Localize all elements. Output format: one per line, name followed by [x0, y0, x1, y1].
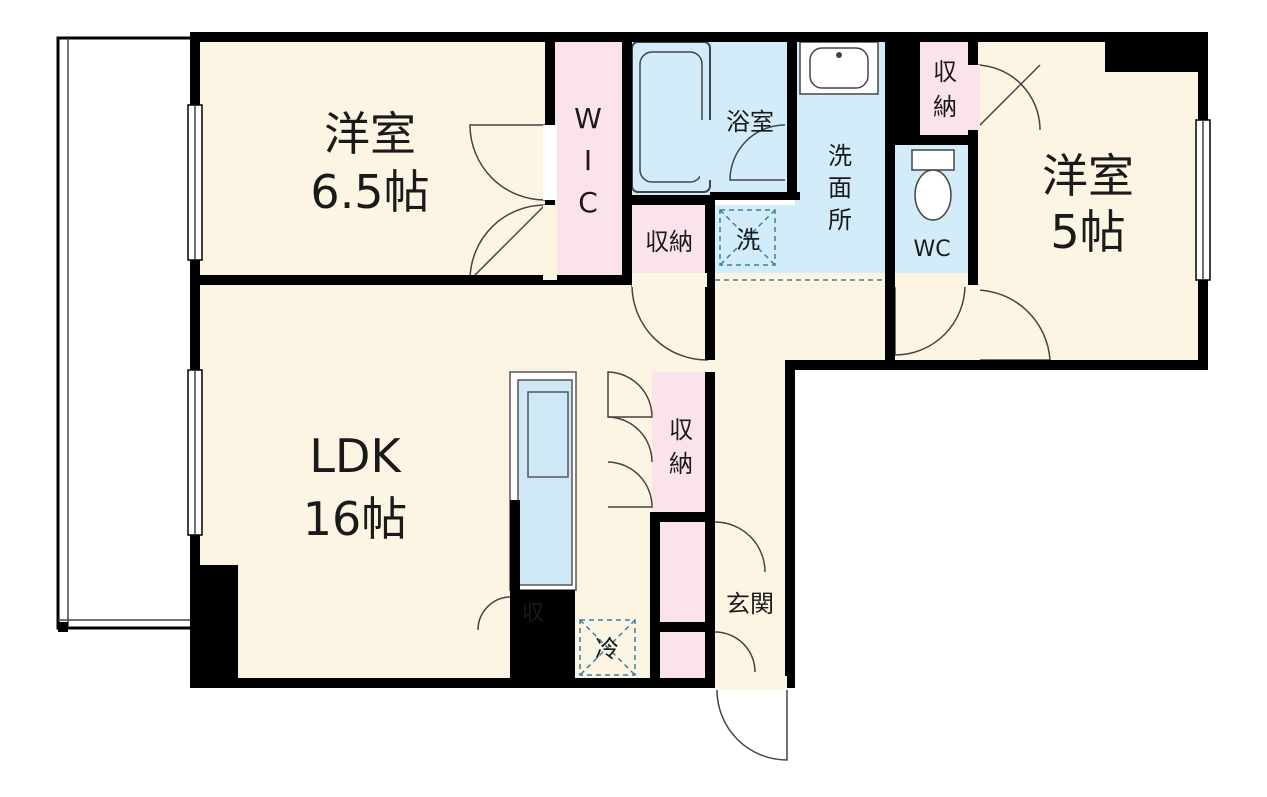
washroom-label-3: 所 [828, 206, 852, 234]
fridge-label: 冷 [595, 635, 619, 663]
wash-basin [799, 41, 879, 95]
fridge-box [579, 619, 636, 676]
entrance-label: 玄関 [726, 590, 774, 618]
storage-mid-label: 収納 [645, 228, 693, 256]
laundry-label: 洗 [736, 226, 760, 254]
ldk-size: 16帖 [303, 492, 408, 546]
door-openings [543, 65, 980, 690]
room-labels: 洋室 6.5帖 洋室 5帖 LDK 16帖 W I C 浴室 洗 面 所 収納 … [303, 58, 1134, 663]
entrance-storage-floor-a [660, 522, 708, 622]
wic-label-c: C [578, 186, 598, 219]
storage-kitchen-floor [652, 372, 707, 512]
windows [187, 104, 1211, 536]
entrance-storage-floor-b [660, 632, 708, 680]
western-room-a-name: 洋室 [324, 107, 416, 161]
balcony [56, 36, 195, 630]
storage-kitchen-label-1: 収 [669, 416, 693, 444]
kitchen-counter [509, 371, 577, 591]
bathtub [631, 41, 711, 193]
western-room-a-floor [200, 40, 545, 275]
laundry-box [719, 209, 776, 266]
door-swings [469, 64, 1051, 761]
western-room-b-name: 洋室 [1042, 149, 1134, 203]
wic-label-i: I [584, 144, 592, 177]
wic-label-w: W [574, 102, 602, 135]
ldk-name: LDK [309, 429, 402, 483]
western-room-a-size: 6.5帖 [310, 165, 429, 219]
storage-top-right-label-2: 納 [933, 93, 957, 121]
washroom-label-1: 洗 [828, 142, 852, 170]
washroom-label-2: 面 [828, 174, 852, 202]
storage-top-right-floor [920, 40, 970, 135]
toilet-label: WC [913, 237, 950, 262]
storage-mid-floor [632, 205, 707, 275]
storage-kitchen-label-2: 納 [669, 450, 693, 478]
toilet-fixture [911, 149, 955, 221]
bathroom-label: 浴室 [726, 108, 774, 136]
storage-top-right-label-1: 収 [933, 58, 957, 86]
kitchen-small-storage-label: 収 [522, 601, 544, 626]
ldk-floor [200, 285, 710, 680]
wic-floor [552, 40, 622, 275]
western-room-b-size: 5帖 [1050, 205, 1125, 259]
